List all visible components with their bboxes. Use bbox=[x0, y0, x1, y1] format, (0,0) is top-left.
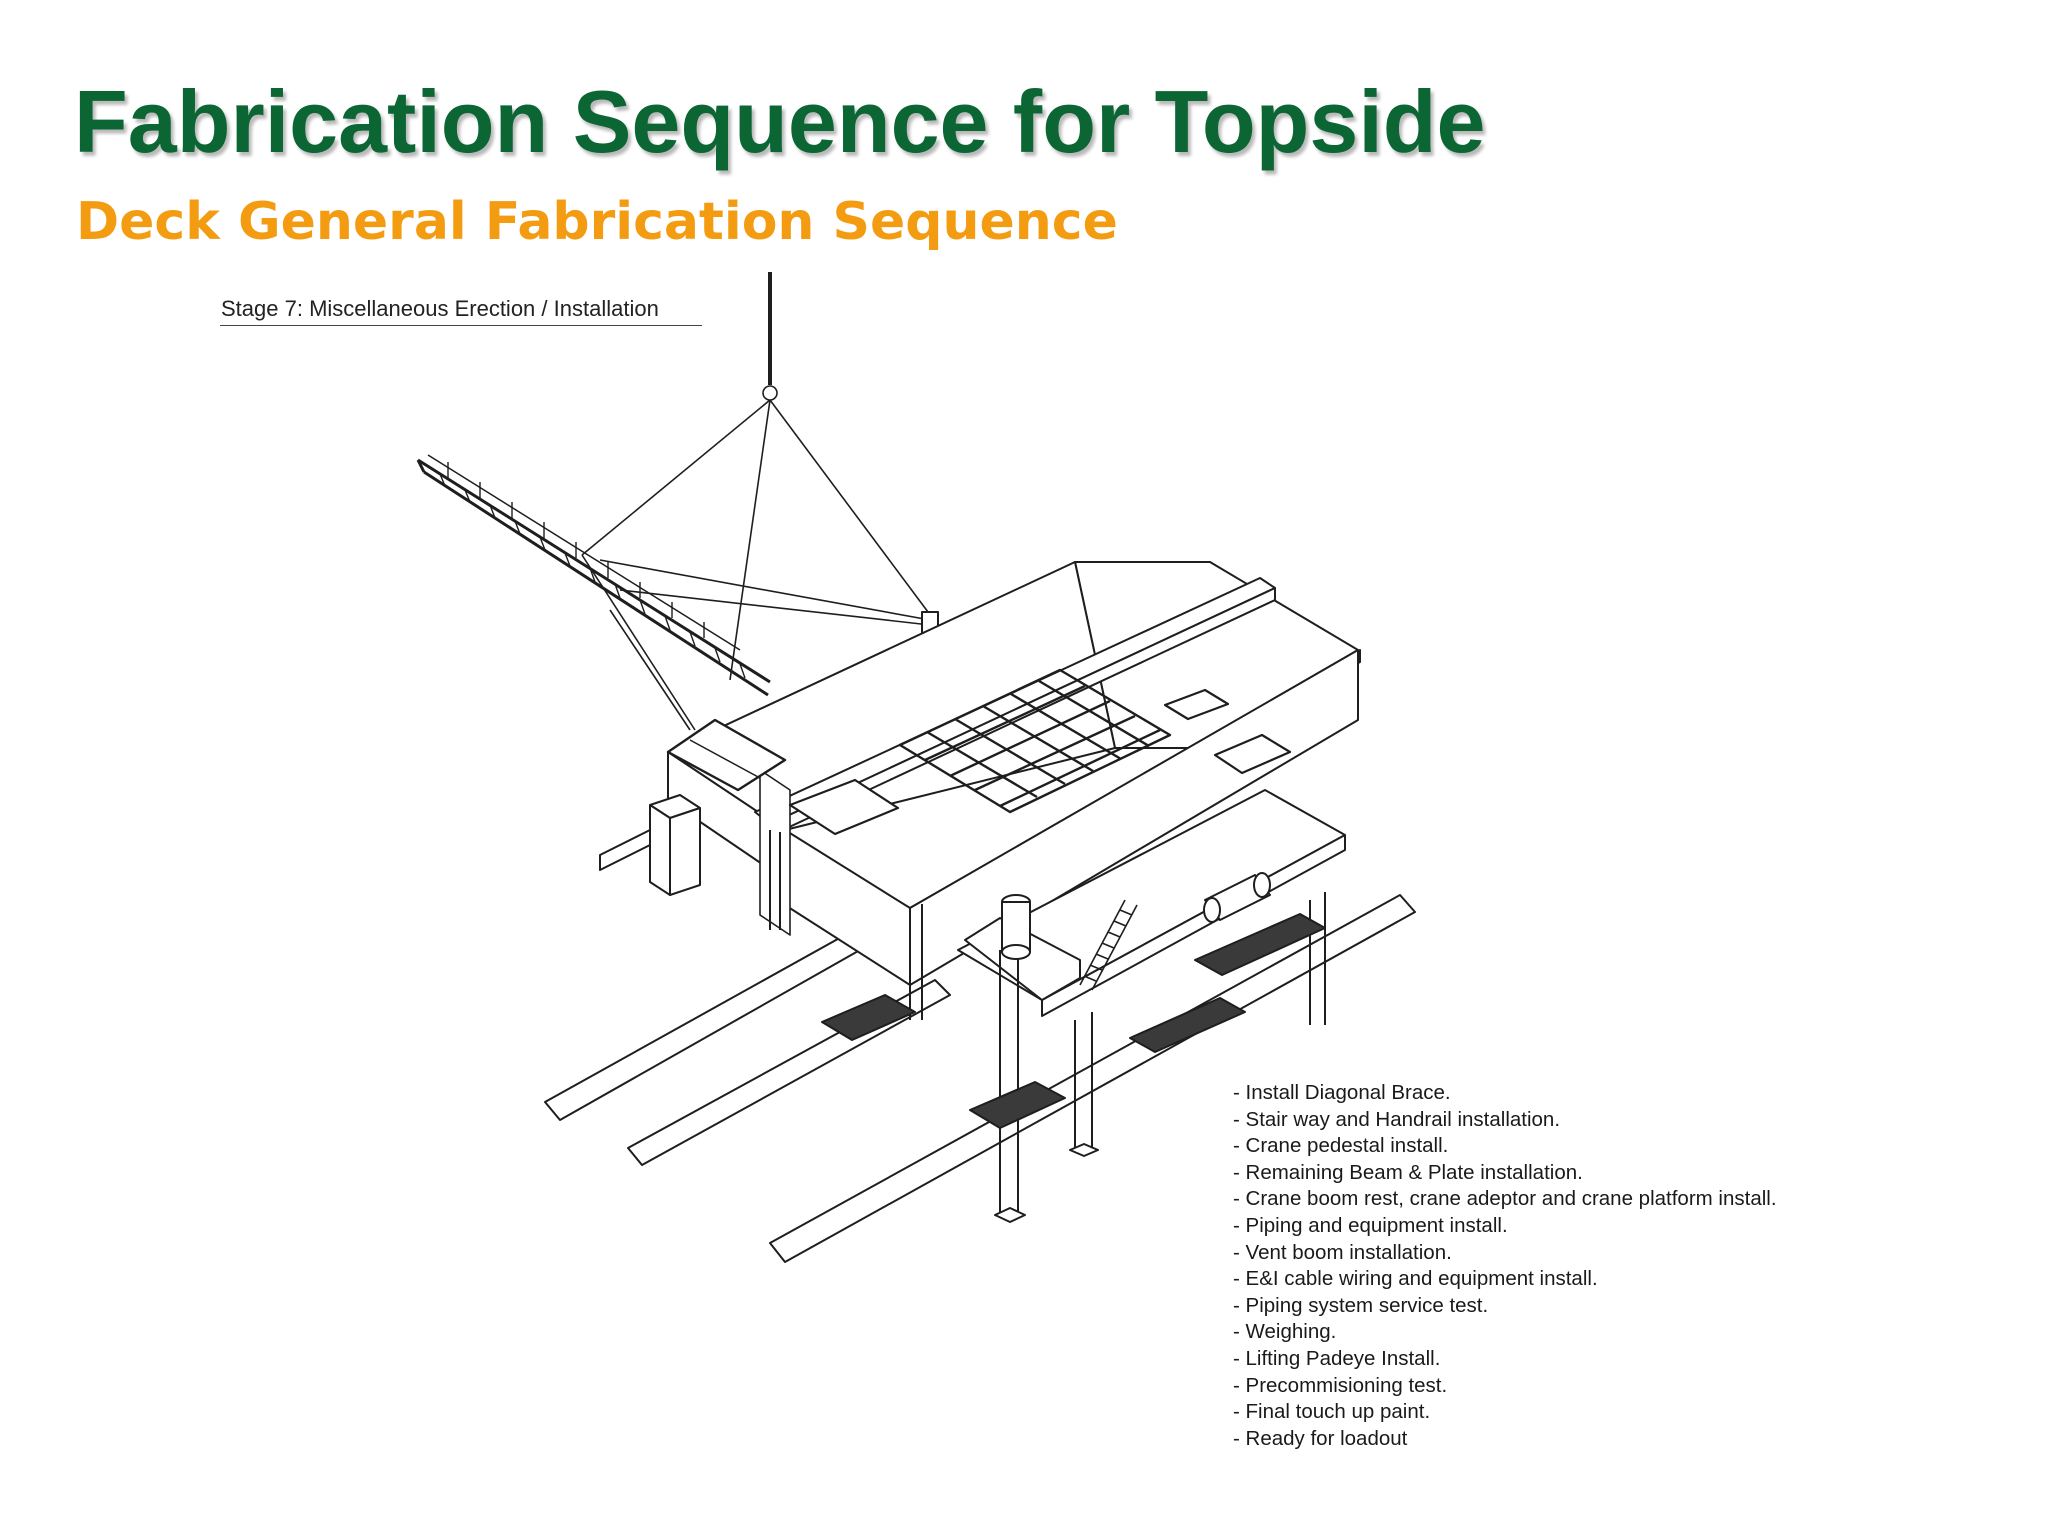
note-item: - Precommisioning test. bbox=[1233, 1373, 1448, 1397]
crane-pedestal bbox=[1001, 894, 1031, 960]
deck-legs bbox=[769, 830, 1326, 1223]
note-item: - Ready for loadout bbox=[1233, 1426, 1408, 1450]
note-item: - Piping system service test. bbox=[1233, 1293, 1489, 1317]
stair-tower bbox=[1079, 899, 1138, 991]
page-subtitle: Deck General Fabrication Sequence bbox=[76, 192, 1118, 252]
note-item: - E&I cable wiring and equipment install… bbox=[1233, 1267, 1598, 1291]
stage-notes-list: - Install Diagonal Brace. - Stair way an… bbox=[1233, 1080, 1777, 1452]
stage-label-underline bbox=[220, 325, 702, 326]
note-item: - Final touch up paint. bbox=[1233, 1400, 1431, 1424]
note-item: - Lifting Padeye Install. bbox=[1233, 1346, 1441, 1370]
note-item: - Piping and equipment install. bbox=[1233, 1213, 1508, 1237]
deck-grating bbox=[898, 668, 1172, 814]
note-item: - Weighing. bbox=[1233, 1320, 1337, 1344]
note-item: - Remaining Beam & Plate installation. bbox=[1233, 1160, 1583, 1184]
note-item: - Stair way and Handrail installation. bbox=[1233, 1107, 1561, 1131]
note-item: - Install Diagonal Brace. bbox=[1233, 1081, 1451, 1104]
note-item: - Crane pedestal install. bbox=[1233, 1134, 1449, 1158]
page-title: Fabrication Sequence for Topside bbox=[74, 72, 1486, 171]
skid-blocks bbox=[821, 913, 1326, 1129]
note-item: - Crane boom rest, crane adeptor and cra… bbox=[1233, 1187, 1777, 1211]
pressure-vessel bbox=[1203, 872, 1271, 923]
stage-label: Stage 7: Miscellaneous Erection / Instal… bbox=[221, 296, 659, 321]
note-item: - Vent boom installation. bbox=[1233, 1240, 1452, 1264]
lifting-cable bbox=[581, 272, 929, 731]
crane-boom bbox=[416, 454, 939, 731]
